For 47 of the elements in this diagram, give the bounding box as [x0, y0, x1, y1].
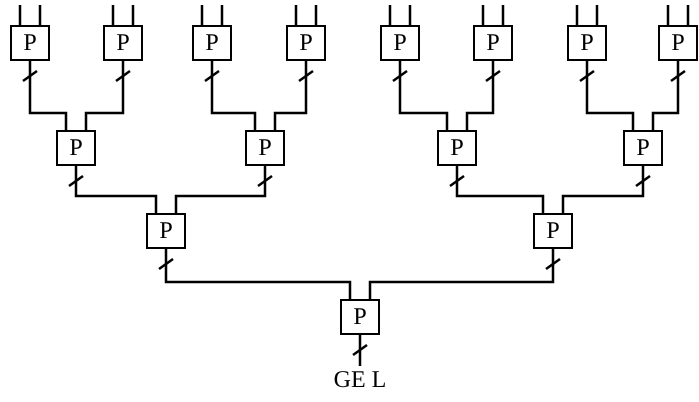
connector-line — [18, 5, 22, 25]
process-box: P — [192, 25, 232, 61]
connector-line — [482, 5, 484, 25]
process-box: P — [286, 25, 326, 61]
connector-line — [576, 5, 578, 25]
process-box: P — [103, 25, 143, 61]
connector-line — [408, 5, 412, 25]
process-box: P — [533, 213, 573, 249]
connector-line — [74, 166, 158, 213]
connector-line — [368, 249, 554, 299]
process-box: P — [340, 299, 380, 335]
process-box: P — [658, 25, 698, 61]
connector-line — [132, 5, 134, 25]
process-box: P — [380, 25, 420, 61]
process-box: P — [56, 130, 96, 166]
connector-line — [388, 5, 392, 25]
connector-line — [294, 5, 298, 25]
process-box: P — [623, 130, 663, 166]
connector-line — [652, 61, 680, 130]
connector-line — [220, 5, 224, 25]
connector-line — [358, 335, 362, 366]
connector-line — [666, 5, 670, 25]
connector-line — [596, 5, 598, 25]
connector-line — [502, 5, 504, 25]
connector-line — [84, 61, 124, 130]
connector-line — [38, 5, 42, 25]
connector-line — [586, 61, 634, 130]
process-box: P — [10, 25, 50, 61]
connector-line — [174, 166, 266, 213]
connector-line — [398, 61, 448, 130]
connector-line — [274, 61, 308, 130]
connector-line — [164, 249, 352, 299]
connector-line — [112, 5, 114, 25]
connector-line — [28, 61, 68, 130]
connector-line — [562, 166, 644, 213]
process-box: P — [567, 25, 607, 61]
output-label: GE L — [325, 366, 395, 394]
process-box: P — [437, 130, 477, 166]
connector-line — [314, 5, 318, 25]
process-box: P — [473, 25, 513, 61]
connector-line — [210, 61, 256, 130]
connector-line — [686, 5, 690, 25]
connector-line — [200, 5, 204, 25]
connector-line — [456, 166, 544, 213]
process-box: P — [146, 213, 186, 249]
process-box: P — [245, 130, 285, 166]
connector-line — [466, 61, 494, 130]
